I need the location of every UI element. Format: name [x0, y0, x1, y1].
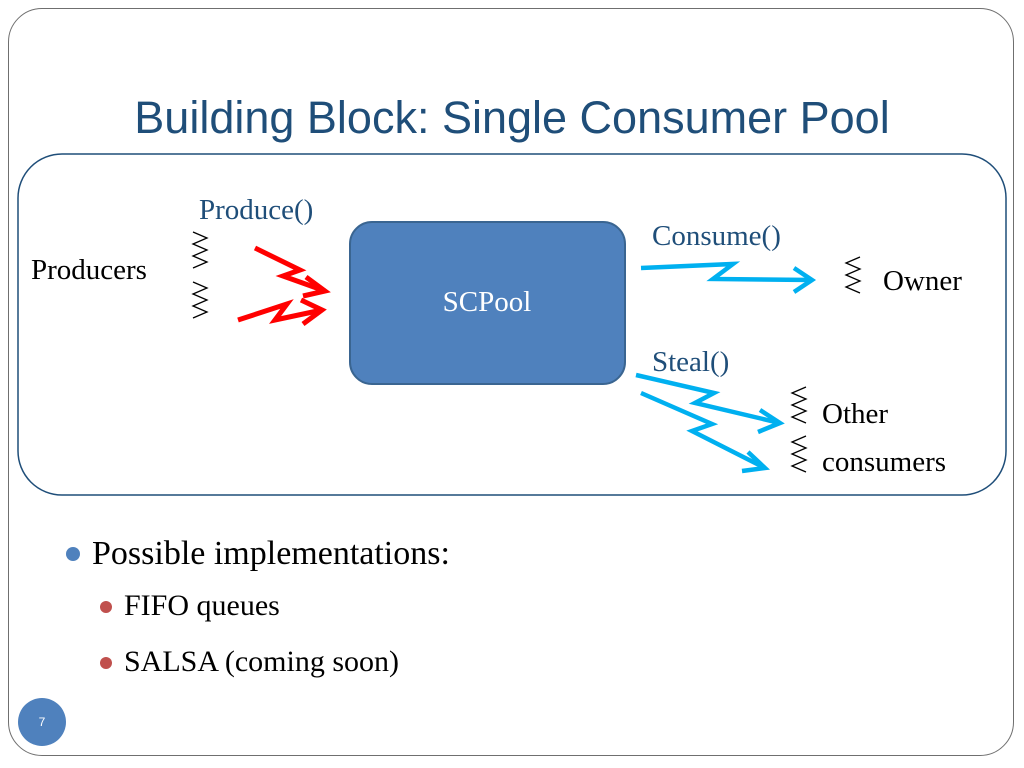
bullet-main: Possible implementations:: [60, 530, 960, 578]
other-consumer-thread-icon-2: [790, 435, 808, 473]
sub-bullet-text: SALSA (coming soon): [124, 645, 400, 678]
sub-bullet-text: FIFO queues: [124, 589, 280, 622]
sub-bullet-dot-icon: [100, 601, 112, 613]
bullet-list: Possible implementations: FIFO queues SA…: [60, 530, 960, 690]
producer-thread-icon-2: [191, 281, 209, 319]
produce-arrow-2: [237, 297, 327, 327]
steal-arrow-1: [635, 372, 785, 435]
steal-label: Steal(): [652, 346, 729, 378]
owner-thread-icon: [844, 256, 862, 294]
bullet-main-text: Possible implementations:: [92, 535, 450, 572]
other-consumers-label-line2: consumers: [822, 446, 946, 478]
sub-bullet-dot-icon: [100, 657, 112, 669]
producers-label: Producers: [31, 254, 147, 286]
bullet-dot-icon: [66, 547, 80, 561]
diagram-container: [17, 153, 1007, 496]
sub-bullet: SALSA (coming soon): [60, 634, 960, 690]
consume-label: Consume(): [652, 220, 781, 252]
slide-title: Building Block: Single Consumer Pool: [134, 92, 890, 143]
scpool-box: [349, 221, 626, 385]
other-consumers-label-line1: Other: [822, 398, 888, 430]
page-number-badge: 7: [18, 698, 66, 746]
producer-thread-icon-1: [191, 231, 209, 269]
steal-arrow-2: [640, 390, 771, 474]
sub-bullet: FIFO queues: [60, 578, 960, 634]
produce-label: Produce(): [199, 194, 313, 226]
scpool-label: SCPool: [443, 286, 532, 318]
consume-arrow: [640, 261, 817, 294]
other-consumer-thread-icon-1: [790, 386, 808, 424]
produce-arrow-1: [253, 245, 331, 299]
owner-label: Owner: [883, 265, 962, 297]
